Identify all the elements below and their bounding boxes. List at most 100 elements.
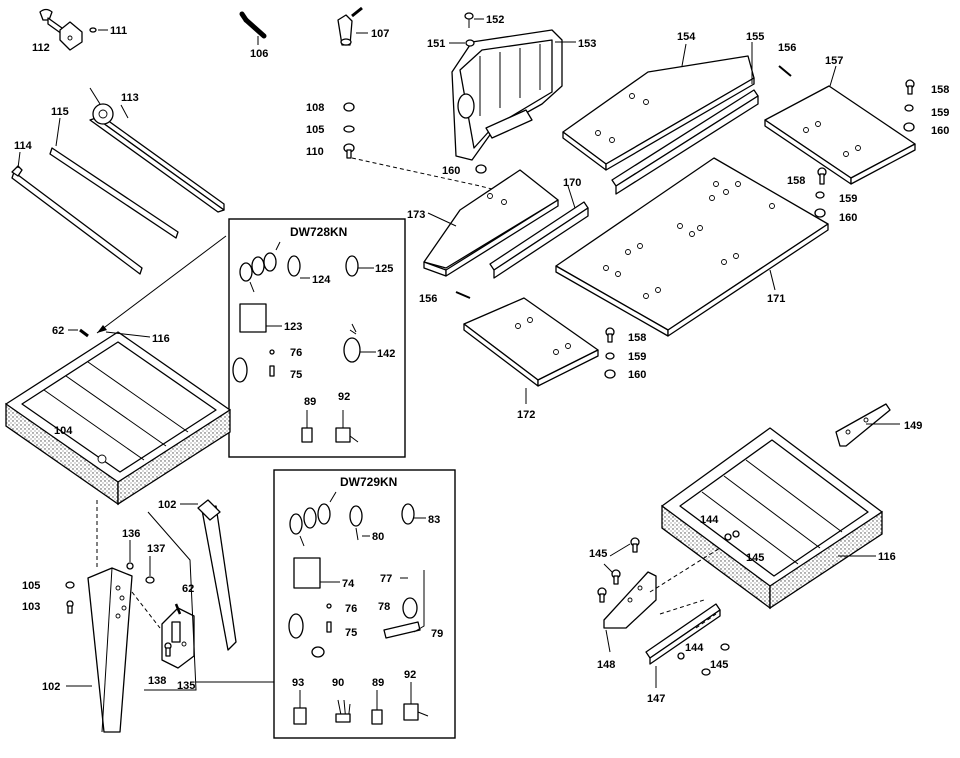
part-153-tray [451,29,563,161]
label-90: 90 [332,677,344,689]
label-145: 145 [710,659,728,671]
label-158: 158 [787,175,805,187]
part-102-leg-b [180,499,237,651]
part-148-bracket [603,571,657,653]
part-62-screw [68,328,89,338]
label-173: 173 [407,209,425,221]
label-151: 151 [427,38,445,50]
label-159: 159 [839,193,857,205]
label-105: 105 [22,580,40,592]
label-76: 76 [345,603,357,615]
label-171: 171 [767,293,785,305]
part-160-nut [475,164,487,174]
label-104: 104 [54,425,73,437]
part-113-rail [89,87,225,213]
label-138: 138 [148,675,166,687]
part-173-panel [423,169,559,277]
fasteners-158-160-top [903,79,915,132]
dash-bracket [131,591,161,629]
label-93: 93 [292,677,304,689]
label-142: 142 [377,348,395,360]
part-90-wires [335,699,351,723]
fasteners-158-160-low [604,327,616,379]
part-cable-set [289,491,337,547]
label-89: 89 [372,677,384,689]
part-172-panel [463,297,599,404]
kit-title-dw728kn: DW728KN [290,225,347,239]
label-112: 112 [32,42,50,54]
part-125-cable [345,255,374,277]
part-75-screw-b [326,621,332,633]
part-152-bolt [464,12,484,28]
label-62: 62 [182,583,194,595]
kit-dw729kn: DW729KN 80 83 74 76 75 [273,469,456,739]
label-159: 159 [931,107,949,119]
label-75: 75 [290,369,302,381]
part-83-cable [401,503,426,525]
label-160: 160 [931,125,949,137]
label-83: 83 [428,514,440,526]
label-102: 102 [158,499,176,511]
label-137: 137 [147,543,165,555]
label-158: 158 [931,84,949,96]
part-89-bracket-b [371,690,383,725]
label-74: 74 [342,578,355,590]
part-124-cable [239,241,310,293]
part-147-angle [645,603,721,688]
part-170-strip [489,185,589,279]
label-155: 155 [746,31,764,43]
part-145-bolts [597,537,640,603]
label-77: 77 [380,573,392,585]
label-123: 123 [284,321,302,333]
part-89-bracket [301,410,313,443]
label-144: 144 [685,642,704,654]
label-75: 75 [345,627,357,639]
part-154-panel [562,43,755,171]
part-114-rail [11,151,143,275]
label-62: 62 [52,325,64,337]
label-158: 158 [628,332,646,344]
part-171-table [555,157,829,337]
fasteners-158-160-mid [814,167,827,218]
label-153: 153 [578,38,596,50]
label-152: 152 [486,14,504,26]
label-92: 92 [404,669,416,681]
label-114: 114 [14,140,33,152]
label-144: 144 [700,514,719,526]
label-116: 116 [878,551,896,563]
part-138-bolt [164,642,172,657]
part-108-nut [343,102,355,112]
part-144-145-fasteners-b [677,643,730,676]
part-110-bolt [343,143,355,159]
label-106: 106 [250,48,268,60]
part-74-switch [288,557,340,658]
label-154: 154 [677,31,696,43]
label-107: 107 [371,28,389,40]
part-80-cable [349,505,370,541]
part-76-screw-b [326,603,332,609]
label-149: 149 [904,420,922,432]
label-136: 136 [122,528,140,540]
label-113: 113 [121,92,139,104]
label-78: 78 [378,601,390,613]
kit-dw728kn: DW728KN 124 125 123 76 75 [228,218,406,458]
leader-bracket [144,511,197,691]
label-80: 80 [372,531,384,543]
part-92-connector-b [403,682,429,721]
part-107-wrench [337,6,368,46]
label-160: 160 [442,165,460,177]
label-103: 103 [22,601,40,613]
label-125: 125 [375,263,393,275]
kit-title-dw729kn: DW729KN [340,475,397,489]
part-137-washer [145,556,155,584]
label-92: 92 [338,391,350,403]
label-108: 108 [306,102,324,114]
label-111: 111 [110,25,127,37]
part-105-103-fasteners [65,581,75,614]
part-93-bracket [293,690,307,725]
part-75-screw [269,365,275,377]
part-157-panel [764,65,916,185]
part-156-pin [778,65,792,77]
arrow-to-base [96,235,227,334]
label-145: 145 [746,552,764,564]
